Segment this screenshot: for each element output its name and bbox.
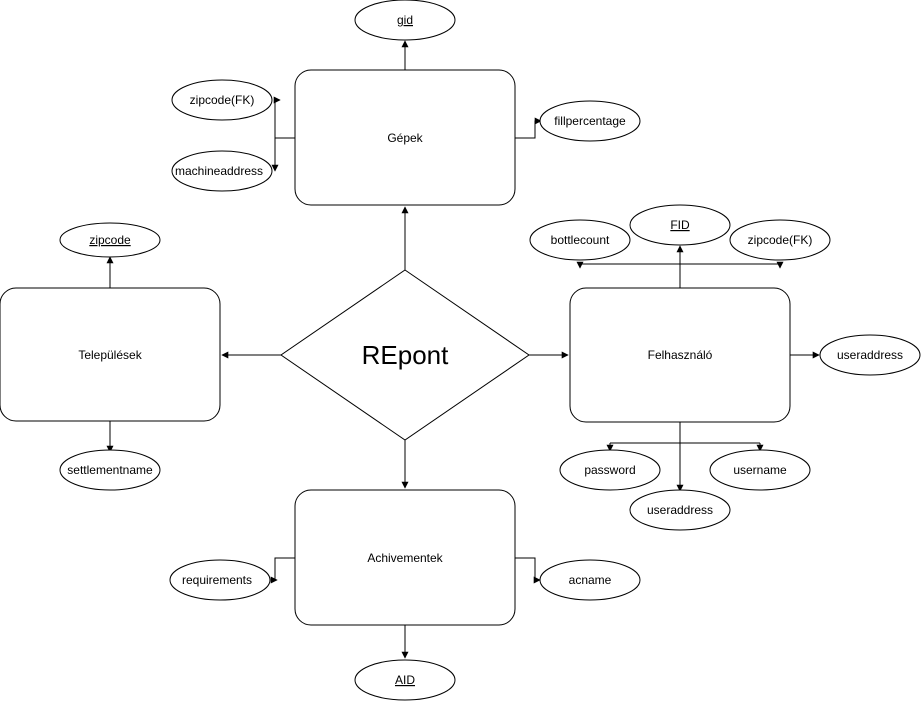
connectors [106,40,820,659]
edge-achiv-requirements [270,557,295,584]
attr-gid[interactable]: gid [354,0,456,41]
attr-settlementname-label: settlementname [67,463,153,477]
entity-felhasznalo[interactable]: Felhasználó [569,287,791,423]
entity-telepulesek-label: Települések [78,348,142,362]
attr-machineaddress-label: machineaddress [175,164,263,178]
attr-useraddress-bottom-label: useraddress [647,503,713,517]
attr-zipcode-label: zipcode [89,233,131,247]
attr-gepek-zipcode-fk[interactable]: zipcode(FK) [171,79,273,121]
attr-settlementname[interactable]: settlementname [59,449,161,491]
attr-fillpercentage-label: fillpercentage [554,114,626,128]
attr-aid[interactable]: AID [354,659,456,701]
attr-acname-label: acname [569,573,612,587]
attr-gid-label: gid [397,13,413,27]
edge-gepek-fillpercentage [515,117,542,139]
attr-zipcode[interactable]: zipcode [59,222,161,258]
attr-useraddress-right-label: useraddress [837,348,903,362]
attr-username[interactable]: username [709,449,811,491]
relationship-label: REpont [362,340,449,370]
attr-bottlecount-label: bottlecount [551,233,610,247]
attr-useraddress-bottom[interactable]: useraddress [629,489,731,531]
attr-acname[interactable]: acname [539,559,641,601]
relationship-repont[interactable]: REpont [280,269,530,441]
attr-fid-label: FID [670,218,690,232]
attr-gepek-zipcode-fk-label: zipcode(FK) [190,93,255,107]
relationship-diamond [280,269,530,441]
attr-useraddress-right[interactable]: useraddress [819,334,921,376]
attr-machineaddress[interactable]: machineaddress [171,150,273,192]
entity-achivementek-label: Achivementek [367,551,443,565]
entity-gepek[interactable]: Gépek [294,69,516,206]
attr-aid-label: AID [395,673,415,687]
attr-password[interactable]: password [559,449,661,491]
attr-bottlecount[interactable]: bottlecount [529,219,631,261]
attr-fillpercentage[interactable]: fillpercentage [539,100,641,142]
attr-requirements[interactable]: requirements [169,559,271,601]
attr-felh-zipcode-fk-label: zipcode(FK) [748,233,813,247]
entity-gepek-label: Gépek [387,131,423,145]
edge-gepek-attr-trunk [274,100,295,139]
attr-password-label: password [584,463,635,477]
attr-username-label: username [733,463,787,477]
attr-felh-zipcode-fk[interactable]: zipcode(FK) [729,219,831,261]
edge-achiv-acname [515,557,541,584]
entity-felhasznalo-label: Felhasználó [648,348,713,362]
attr-requirements-label: requirements [182,573,252,587]
entity-achivementek[interactable]: Achivementek [294,489,516,626]
attr-fid[interactable]: FID [629,204,731,246]
entity-telepulesek[interactable]: Települések [0,287,221,422]
